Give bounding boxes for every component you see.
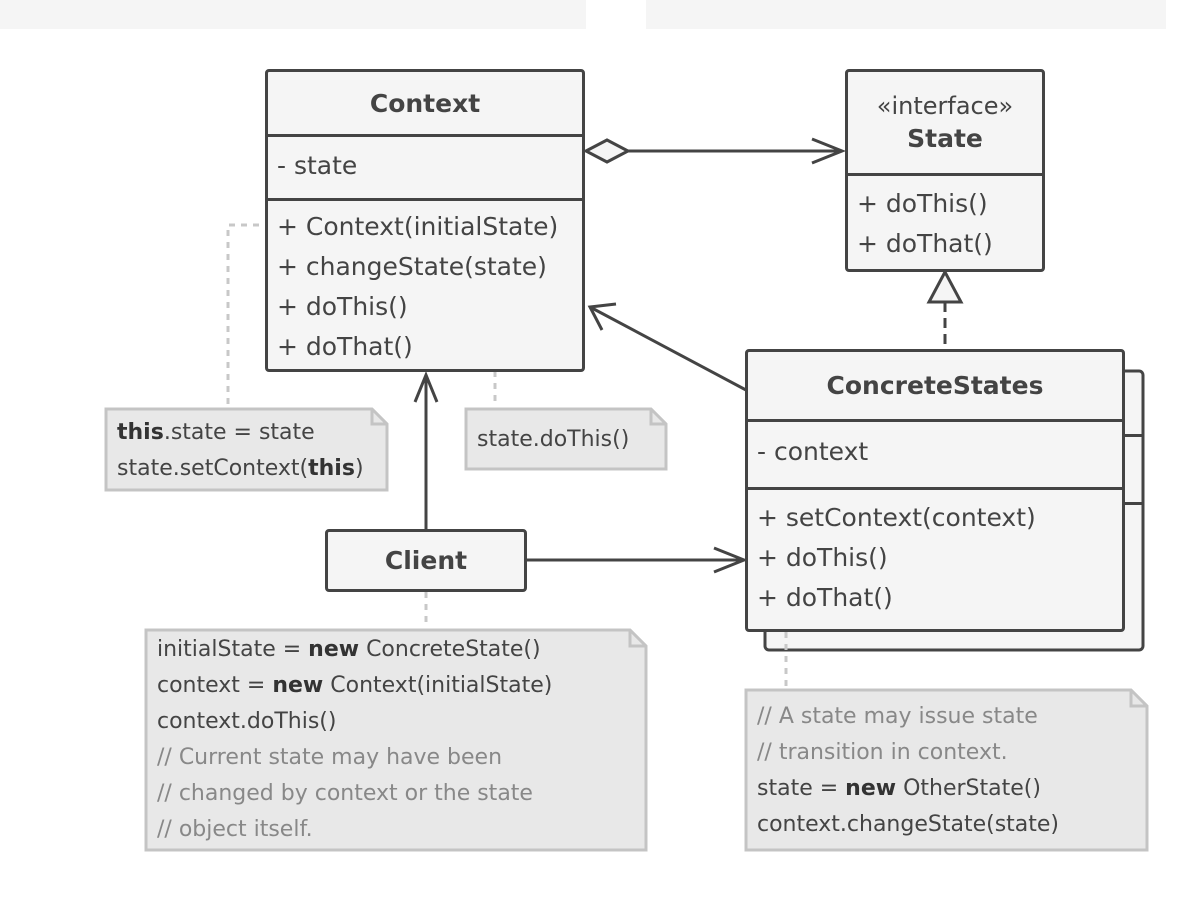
class-client-title: Client [384,546,468,575]
class-state-method: + doThat() [857,229,993,258]
class-concrete-states-field: - context [757,437,869,466]
note-concrete-shape [744,688,1149,852]
aggregation-arrowhead [811,137,847,165]
class-context-title: Context [369,88,481,118]
class-context-method: + doThis() [277,292,408,321]
class-context-field: - state [277,151,358,180]
note-client-comment-2: // changed by context or the state [157,781,533,806]
class-state-stereotype: «interface» [876,92,1014,120]
class-concrete-states-title: ConcreteStates [826,371,1044,400]
class-concrete-states-method: + setContext(context) [757,503,1036,532]
note-context-dothis: state.doThis() [477,422,629,458]
note-concrete-states: // A state may issue state // transition… [757,699,1059,843]
note-client-line-1: initialState = new ConcreteState() [157,637,541,662]
note-context-ctor-line-2: state.setContext(this) [117,456,364,481]
class-concrete-states: ConcreteStates - context + setContext(co… [745,349,1125,632]
note-concrete-comment-2: // transition in context. [757,740,1008,765]
class-state-title: State [907,124,983,153]
note-client-line-2: context = new Context(initialState) [157,673,553,698]
aggregation-diamond [582,138,632,164]
class-context-method: + Context(initialState) [277,212,559,241]
class-context-method: + doThat() [277,332,413,361]
class-client: Client [325,529,527,592]
class-state-method: + doThis() [857,189,988,218]
concrete-to-context-line [589,305,747,392]
note-client: initialState = new ConcreteState() conte… [157,632,552,848]
class-context-header: Context [268,72,582,134]
top-strip-right [646,0,1166,29]
class-state-header: «interface» State [848,72,1042,173]
note-context-dothis-fold [649,409,666,426]
keyword-new: new [308,637,360,662]
class-concrete-states-fields: - context [748,419,1122,487]
note-client-shape [144,628,648,852]
note-concrete-line-4: context.changeState(state) [757,812,1060,837]
concrete-to-context-arrowhead [587,302,617,331]
note-context-ctor-fold [370,409,387,426]
client-to-concrete-arrowhead [713,546,749,574]
note-concrete-fold [1129,690,1147,708]
class-concrete-states-methods: + setContext(context) + doThis() + doTha… [748,487,1122,629]
note-client-comment-3: // object itself. [157,817,313,842]
class-concrete-states-header: ConcreteStates [748,352,1122,419]
note-concrete-comment-1: // A state may issue state [757,704,1038,729]
note-context-dothis-line: state.doThis() [477,427,630,452]
realization-triangle [926,268,964,304]
note-context-dothis-shape [464,407,668,471]
concrete-states-stack-divider-2 [1123,502,1143,505]
concrete-states-stack-divider-1 [1123,434,1143,437]
class-concrete-states-method: + doThis() [757,543,888,572]
class-concrete-states-method: + doThat() [757,583,893,612]
class-context-fields: - state [268,134,582,198]
top-strip-left [0,0,586,29]
keyword-this: this [308,456,355,481]
class-context-methods: + Context(initialState) + changeState(st… [268,198,582,369]
class-state-methods: + doThis() + doThat() [848,173,1042,269]
keyword-this: this [117,420,164,445]
note-client-line-3: context.doThis() [157,709,337,734]
note-link-context-ctor [226,223,266,404]
keyword-new: new [272,673,324,698]
class-context: Context - state + Context(initialState) … [265,69,585,372]
client-to-context-arrowhead [413,371,439,403]
note-context-ctor-line-1: this.state = state [117,420,315,445]
note-concrete-line-3: state = new OtherState() [757,776,1041,801]
class-state-interface: «interface» State + doThis() + doThat() [845,69,1045,272]
note-context-ctor-shape [104,407,389,492]
note-client-comment-1: // Current state may have been [157,745,503,770]
class-context-method: + changeState(state) [277,252,547,281]
note-context-ctor: this.state = state state.setContext(this… [117,415,364,487]
note-client-fold [628,630,646,648]
keyword-new: new [845,776,897,801]
